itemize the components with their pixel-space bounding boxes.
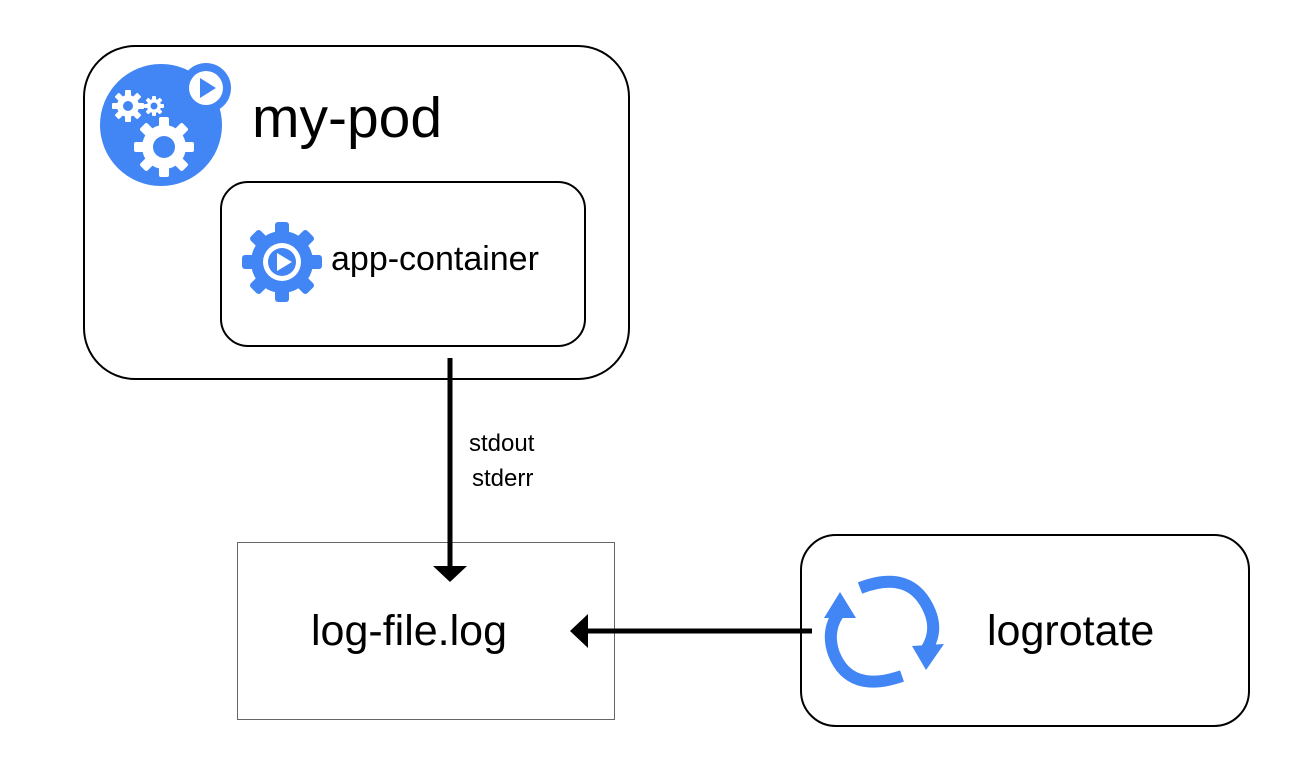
edge-label-stderr: stderr: [472, 465, 534, 492]
edge-container-to-log: [433, 358, 467, 582]
container-icon: [242, 222, 322, 302]
container-label: app-container: [331, 240, 539, 278]
container-node: [220, 181, 586, 347]
pod-icon: [100, 63, 231, 186]
pod-label: my-pod: [252, 86, 443, 150]
pod-node: [83, 45, 630, 380]
rotate-icon: [824, 575, 944, 688]
edge-label-stdout: stdout: [469, 430, 535, 457]
edge-logrotate-to-log: [570, 614, 812, 648]
logrotate-label: logrotate: [987, 607, 1155, 655]
log-file-label: log-file.log: [311, 607, 507, 655]
